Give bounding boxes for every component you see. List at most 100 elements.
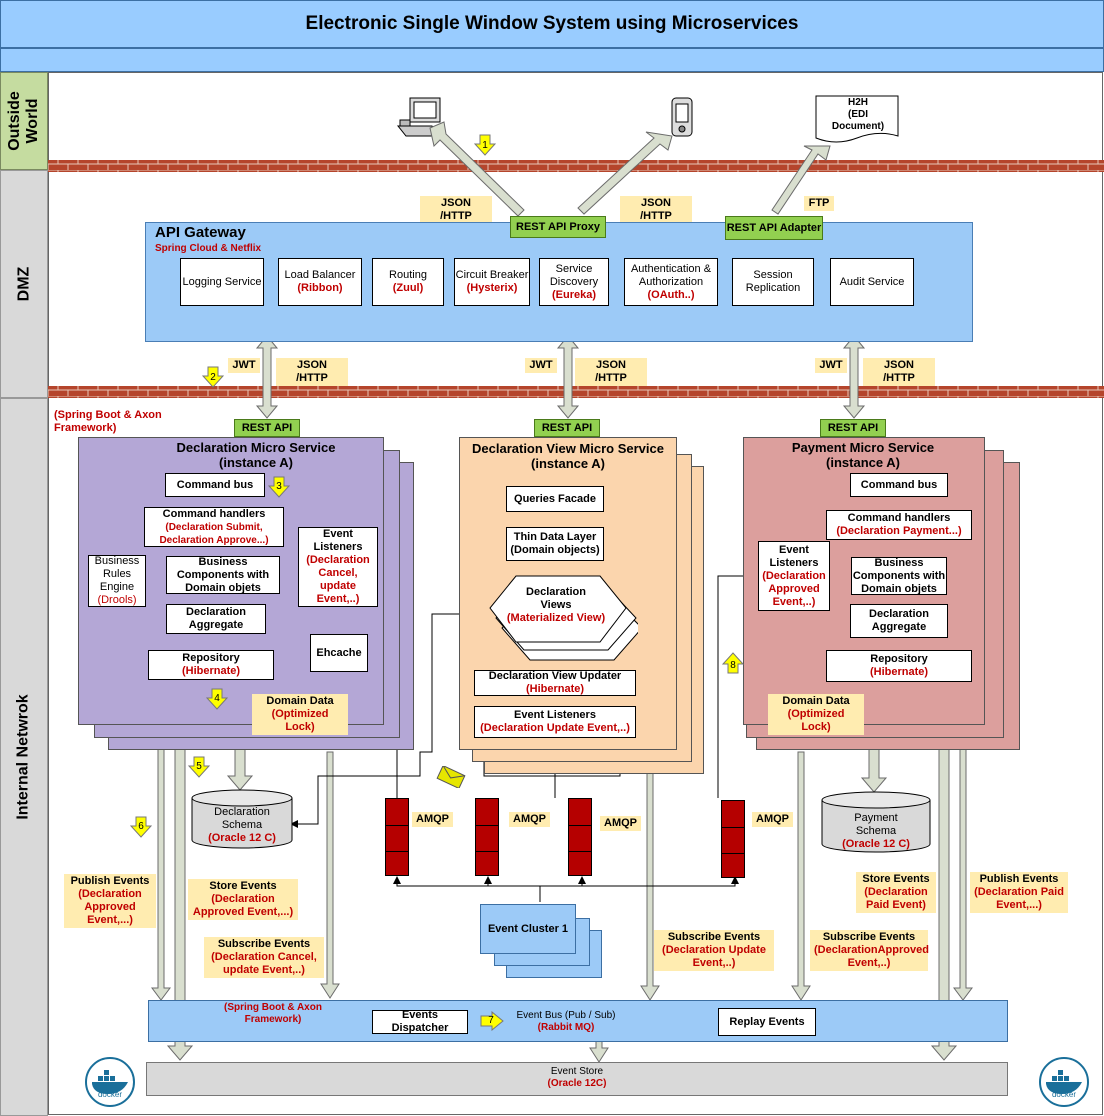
step-1-arrow (474, 134, 496, 156)
gateway-auth-box: Authentication & Authorization(OAuth..) (624, 258, 718, 306)
subscribe-events-decl: Subscribe Events (Declaration Cancel, up… (204, 937, 324, 978)
api-gateway-subtitle: Spring Cloud & Netflix (155, 243, 262, 254)
pay-business-components: Business Components with Domain objets (851, 556, 947, 595)
sub-header-bar (0, 48, 1104, 72)
view-service-title: Declaration View Micro Service (472, 441, 664, 456)
gateway-service-discovery-box: Service Discovery(Eureka) (539, 258, 609, 306)
docker-label-left: docker (97, 1090, 122, 1099)
step-2-arrow (202, 366, 224, 388)
link-gateway-pay (842, 335, 866, 419)
store-events-decl: Store Events (Declaration Approved Event… (188, 879, 298, 920)
event-cluster: Event Cluster 1 (480, 904, 576, 954)
decl-command-bus: Command bus (165, 473, 265, 497)
view-thin-data-layer: Thin Data Layer (Domain objects) (506, 527, 604, 561)
decl-domain-data: Domain Data (Optimized Lock) (252, 694, 348, 735)
protocol-jwt-3: JWT (815, 358, 847, 373)
view-event-listeners: Event Listeners (Declaration Update Even… (474, 706, 636, 738)
gateway-routing-box: Routing(Zuul) (372, 258, 444, 306)
pay-command-bus: Command bus (850, 473, 948, 497)
replay-events: Replay Events (718, 1008, 816, 1036)
event-bus-sub: (Rabbit MQ) (537, 1022, 595, 1033)
view-declaration-views (489, 575, 638, 661)
pay-schema-label: Payment Schema (854, 812, 898, 837)
title-bar: Electronic Single Window System using Mi… (0, 0, 1104, 48)
amqp-label-3: AMQP (600, 816, 641, 831)
protocol-json-http-4: JSON /HTTP (575, 358, 647, 386)
gateway-circuit-breaker-box: Circuit Breaker(Hysterix) (454, 258, 530, 306)
amqp-label-4: AMQP (752, 812, 793, 827)
gateway-session-replication-box: Session Replication (732, 258, 814, 306)
amqp-label-1: AMQP (412, 812, 453, 827)
decl-service-title: Declaration Micro Service (176, 440, 336, 455)
rest-api-pay: REST API (820, 419, 886, 437)
envelope-icon (436, 766, 466, 788)
step-5-label: 5 (196, 761, 202, 772)
step-5-arrow (188, 756, 210, 778)
pay-command-handlers: Command handlers (Declaration Payment...… (826, 510, 972, 540)
firewall-internal (48, 386, 1104, 398)
event-bus-label: Event Bus (Pub / Sub) (516, 1010, 616, 1021)
page-title: Electronic Single Window System using Mi… (305, 13, 799, 34)
decl-schema-db (191, 789, 293, 849)
event-bus-framework: (Spring Boot & Axon Framework) (224, 1002, 322, 1025)
pay-event-listeners: Event Listeners (Declaration Approved Ev… (758, 541, 830, 611)
event-store (146, 1062, 1008, 1096)
api-gateway-title: API Gateway (155, 224, 246, 241)
pay-aggregate: Declaration Aggregate (850, 604, 948, 638)
link-decl-subscribe (320, 751, 340, 999)
publish-events-pay: Publish Events (Declaration Paid Event,.… (970, 872, 1068, 913)
link-gateway-decl (255, 335, 279, 419)
publish-events-decl: Publish Events (Declaration Approved Eve… (64, 874, 156, 928)
gateway-load-balancer-box: Load Balancer(Ribbon) (278, 258, 362, 306)
decl-schema-sub: (Oracle 12 C) (208, 832, 276, 844)
pay-service-title: Payment Micro Service (791, 440, 935, 455)
view-queries-facade: Queries Facade (506, 486, 604, 512)
step-6-arrow (130, 816, 152, 838)
mobile-phone-icon (671, 97, 693, 137)
view-view-updater: Declaration View Updater (Hibernate) (474, 670, 636, 696)
view-views-sub: (Materialized View) (506, 612, 606, 624)
pay-repository: Repository (Hibernate) (826, 650, 972, 682)
step-8-arrow (722, 652, 744, 674)
link-computer-proxy (429, 121, 525, 217)
computer-icon (396, 97, 442, 137)
protocol-json-http-3: JSON /HTTP (276, 358, 348, 386)
internal-framework-label: (Spring Boot & Axon Framework) (50, 408, 224, 436)
amqp-queue-2 (475, 798, 499, 876)
gateway-logging-box: Logging Service (180, 258, 264, 306)
events-dispatcher: Events Dispatcher (372, 1009, 468, 1034)
decl-aggregate: Declaration Aggregate (166, 604, 266, 634)
rest-api-view: REST API (534, 419, 600, 437)
document-icon (815, 95, 899, 143)
decl-service-instance: (instance A) (219, 455, 293, 470)
pay-schema-sub: (Oracle 12 C) (842, 838, 910, 850)
decl-command-handlers: Command handlers (Declaration Submit, De… (144, 507, 284, 547)
step-3-arrow (268, 476, 290, 498)
amqp-queue-1 (385, 798, 409, 876)
event-bus (148, 1000, 1008, 1042)
decl-event-listeners: Event Listeners (Declaration Cancel, upd… (298, 527, 378, 607)
link-view-subscribe (640, 751, 660, 1001)
firewall-outside (48, 160, 1104, 172)
pay-service-instance: (instance A) (826, 455, 900, 470)
view-views-label: Declaration Views (526, 586, 586, 611)
link-doc-adapter (771, 145, 831, 215)
protocol-ftp: FTP (804, 196, 834, 211)
rest-api-decl: REST API (234, 419, 300, 437)
step-8-label: 8 (730, 660, 736, 671)
content-area (48, 72, 1103, 1115)
rest-api-proxy: REST API Proxy (510, 216, 606, 238)
docker-logo-icon-left (85, 1057, 135, 1107)
link-phone-proxy (577, 131, 673, 215)
step-7-arrow (480, 1011, 504, 1031)
gateway-audit-box: Audit Service (830, 258, 914, 306)
subscribe-events-pay: Subscribe Events (DeclarationApproved Ev… (810, 930, 929, 971)
event-store-sub: (Oracle 12C) (547, 1078, 607, 1089)
h2h-label: H2H (847, 97, 868, 108)
amqp-queue-4 (721, 800, 745, 878)
link-pay-subscribe (791, 751, 811, 1001)
rest-api-adapter: REST API Adapter (725, 216, 823, 240)
link-gateway-view (556, 335, 580, 419)
docker-logo-icon-right (1039, 1057, 1089, 1107)
